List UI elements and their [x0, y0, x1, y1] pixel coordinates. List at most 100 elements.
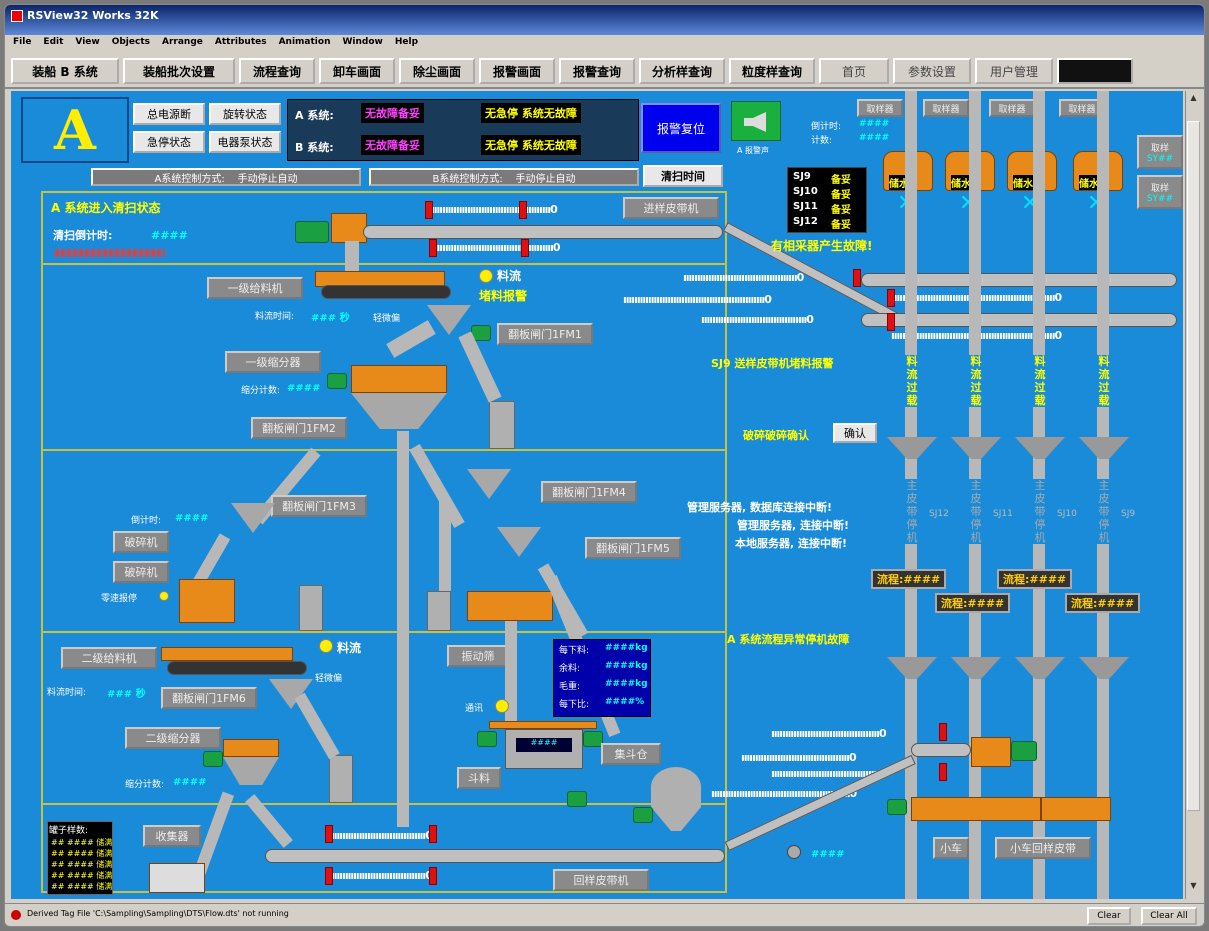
toolbar-button[interactable]: 装船 B 系统	[11, 58, 119, 84]
crusher-icon	[1079, 437, 1129, 459]
cover-button[interactable]: 集斗仓	[601, 743, 661, 765]
sj-status: 备妥	[831, 205, 851, 216]
jar-row: ## #### 储满	[51, 860, 113, 869]
gate3-button[interactable]: 翻板闸门1FM3	[271, 495, 367, 517]
alarm-reset-button[interactable]: 报警复位	[641, 103, 721, 153]
menu-item[interactable]: Edit	[43, 37, 64, 47]
reject-bin4	[329, 755, 353, 803]
zero-speed-indicator	[159, 591, 169, 601]
weigh-label: 每下比:	[559, 700, 590, 710]
sampler-label[interactable]: 取样器	[989, 99, 1035, 117]
menu-item[interactable]: View	[75, 37, 100, 47]
clean-progress	[55, 249, 165, 257]
crusher2-button[interactable]: 破碎机	[113, 561, 169, 583]
toolbar-button[interactable]: 粒度样查询	[729, 58, 815, 84]
return-belt	[265, 849, 725, 863]
right-sensor-b	[887, 289, 895, 307]
divider-4	[41, 803, 727, 805]
scroll-thumb[interactable]	[1187, 121, 1200, 811]
scale-out-motor-icon	[567, 791, 587, 807]
menu-item[interactable]: Help	[394, 37, 419, 47]
sampler-label[interactable]: 取样器	[857, 99, 903, 117]
lower-sensor-b	[939, 763, 947, 781]
divider2-button[interactable]: 二级缩分器	[125, 727, 221, 749]
status-text: Derived Tag File 'C:\Sampling\Sampling\D…	[27, 909, 289, 918]
scroll-up-icon[interactable]: ▲	[1190, 93, 1197, 102]
flow-overload-label: 料流过载	[1097, 355, 1111, 407]
main-belt-stop-label: 主皮带停机	[1033, 479, 1047, 544]
flow-panel: 流程:####	[935, 593, 1011, 613]
belt1-sensor-b	[519, 201, 527, 219]
sys-b-msg1: 无故障备妥	[361, 135, 424, 155]
feeder1-button[interactable]: 一级给料机	[207, 277, 303, 299]
vertical-scrollbar[interactable]: ▲ ▼	[1185, 91, 1201, 899]
sampler-label[interactable]: 取样器	[923, 99, 969, 117]
state-estop[interactable]: 急停状态	[133, 131, 205, 153]
flow-overload-label: 料流过载	[905, 355, 919, 407]
sampler-pump-label: 储水	[1079, 175, 1099, 190]
sys-a-msg1: 无故障备妥	[361, 103, 424, 123]
clean-status: A 系统进入清扫状态	[51, 201, 161, 215]
menu-item[interactable]: Arrange	[162, 37, 203, 47]
collector-button[interactable]: 收集器	[143, 825, 201, 847]
flow-overload-label: 料流过载	[1033, 355, 1047, 407]
logo: A	[21, 97, 129, 163]
crusher1-button[interactable]: 破碎机	[113, 531, 169, 553]
clear-time-button[interactable]: 清扫时间	[643, 165, 723, 187]
count-label: 计数:	[811, 136, 833, 146]
flow1-alarm: 堵料报警	[479, 289, 528, 303]
toolbar-button[interactable]: 流程查询	[239, 58, 315, 84]
menu-item[interactable]: Objects	[111, 37, 150, 47]
jar-panel	[47, 821, 113, 895]
return-belt-label[interactable]: 回样皮带机	[553, 869, 649, 891]
divider1-button[interactable]: 一级缩分器	[225, 351, 321, 373]
cart-back-button[interactable]: 小车回样皮带	[995, 837, 1091, 859]
flow-time1-value: ### 秒	[311, 313, 350, 324]
feed-belt-label[interactable]: 进样皮带机	[623, 197, 719, 219]
toolbar-button[interactable]: 分析样查询	[639, 58, 725, 84]
vibr-button[interactable]: 振动筛	[447, 645, 509, 667]
mode-b: B系统控制方式: 手动停止自动	[369, 168, 639, 186]
toolbar-button[interactable]: 卸车画面	[319, 58, 395, 84]
clear-all-button[interactable]: Clear All	[1141, 907, 1197, 925]
belt2-sensor-a	[325, 825, 333, 843]
alarm-horn-icon[interactable]	[731, 101, 781, 141]
chute-top	[345, 241, 359, 273]
gate2-button[interactable]: 翻板闸门1FM2	[251, 417, 347, 439]
menu-item[interactable]: Animation	[278, 37, 331, 47]
gate6-button[interactable]: 翻板闸门1FM6	[161, 687, 257, 709]
comm-indicator	[495, 699, 509, 713]
gate4-button[interactable]: 翻板闸门1FM4	[541, 481, 637, 503]
feeder2-button[interactable]: 二级给料机	[61, 647, 157, 669]
belt2-chain-top: ıııııııııııııııııııııııııııııııııı0	[331, 829, 433, 842]
bucket-button[interactable]: 斗料	[457, 767, 501, 789]
gate5-button[interactable]: 翻板闸门1FM5	[585, 537, 681, 559]
toolbar-button[interactable]	[1057, 58, 1133, 84]
server-msg: 管理服务器, 连接中断!	[737, 519, 850, 532]
state-pump[interactable]: 电器泵状态	[209, 131, 281, 153]
crusher-icon	[887, 657, 937, 679]
menu-item[interactable]: Attributes	[214, 37, 267, 47]
toolbar-button[interactable]: 报警查询	[559, 58, 635, 84]
toolbar-button[interactable]: 首页	[819, 58, 889, 84]
toolbar-button[interactable]: 除尘画面	[399, 58, 475, 84]
toolbar-button[interactable]: 装船批次设置	[123, 58, 235, 84]
toolbar-button[interactable]: 用户管理	[975, 58, 1053, 84]
cart-button[interactable]: 小车	[933, 837, 969, 859]
gate1-button[interactable]: 翻板闸门1FM1	[497, 323, 593, 345]
confirm-button[interactable]: 确认	[833, 423, 877, 443]
toolbar-button[interactable]: 报警画面	[479, 58, 555, 84]
toolbar-button[interactable]: 参数设置	[893, 58, 971, 84]
menu-item[interactable]: Window	[342, 37, 383, 47]
menu-item[interactable]: File	[13, 37, 32, 47]
comm-label: 通讯	[465, 704, 484, 714]
sj-column-label: SJ9	[1121, 509, 1136, 519]
div-count1-value: ####	[287, 383, 321, 394]
scroll-down-icon[interactable]: ▼	[1190, 881, 1197, 890]
state-power[interactable]: 总电源断	[133, 103, 205, 125]
clear-button[interactable]: Clear	[1087, 907, 1131, 925]
state-rotate[interactable]: 旋转状态	[209, 103, 281, 125]
countdown-value: ####	[859, 119, 890, 129]
